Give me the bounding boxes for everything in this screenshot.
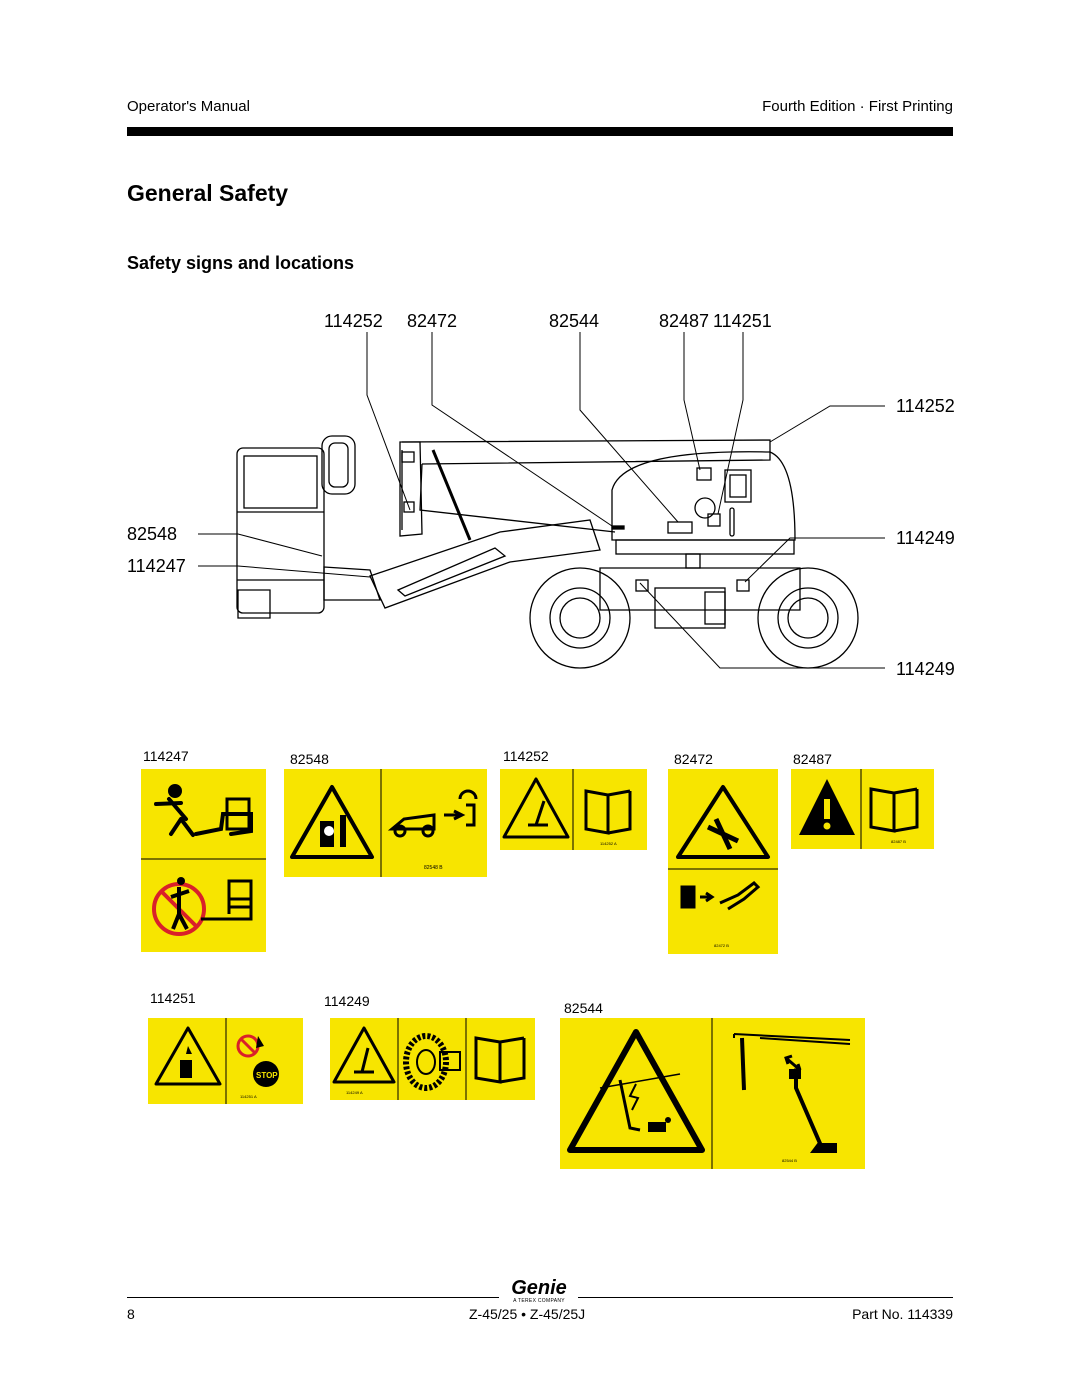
footer-rule-right xyxy=(578,1297,953,1298)
pinch-hazard-icon xyxy=(676,785,770,859)
logo-text: Genie xyxy=(511,1277,567,1299)
page-number: 8 xyxy=(127,1306,135,1322)
lower-boom xyxy=(369,519,601,609)
drive-boom-icon xyxy=(387,789,478,838)
decal-114249: 114249 A xyxy=(330,1018,535,1100)
warning-icon xyxy=(799,779,855,835)
turntable xyxy=(611,451,796,541)
callout-right-3: 114249 xyxy=(896,659,955,679)
decal-82487-code: 82487 B xyxy=(891,839,906,844)
part-number: Part No. 114339 xyxy=(852,1306,953,1322)
decal-114247 xyxy=(141,769,266,952)
decal-label-114247: 114247 xyxy=(143,748,189,764)
callout-top-2: 82472 xyxy=(407,311,458,331)
tire-icon xyxy=(403,1033,461,1091)
stop-engine-icon: STOP xyxy=(253,1061,279,1087)
section-subtitle: Safety signs and locations xyxy=(127,253,355,273)
decal-label-82487: 82487 xyxy=(793,751,832,767)
logo-tagline: A TEREX COMPANY xyxy=(513,1298,565,1304)
header-rule xyxy=(127,127,953,136)
callout-top-1: 114252 xyxy=(324,311,383,331)
decal-label-114251: 114251 xyxy=(150,990,196,1006)
crush-hazard-icon xyxy=(290,785,374,859)
tip-over-icon xyxy=(332,1026,396,1084)
decal-114252: 114252 A xyxy=(500,769,647,850)
svg-text:STOP: STOP xyxy=(256,1071,278,1080)
callout-right-1: 114252 xyxy=(896,396,955,416)
page-title: General Safety xyxy=(127,180,289,206)
decal-label-82544: 82544 xyxy=(564,1000,603,1016)
manual-icon xyxy=(869,787,919,833)
fall-hazard-icon xyxy=(154,784,253,837)
manual-icon xyxy=(584,789,632,835)
decal-114252-code: 114252 A xyxy=(600,841,617,846)
header-left: Operator's Manual xyxy=(127,98,250,115)
upper-boom xyxy=(399,441,423,537)
decal-label-82548: 82548 xyxy=(290,751,329,767)
decal-82548-code: 82548 B xyxy=(424,865,443,871)
chassis xyxy=(599,567,801,611)
callout-top-5: 114251 xyxy=(713,311,772,331)
decal-82544: 82544 B xyxy=(560,1018,865,1169)
genie-logo: Genie A TEREX COMPANY xyxy=(506,1278,572,1304)
decal-label-82472: 82472 xyxy=(674,751,713,767)
model-numbers: Z-45/25 • Z-45/25J xyxy=(469,1306,586,1322)
platform-railing xyxy=(321,435,356,495)
rear-wheel xyxy=(529,567,631,669)
callout-top-3: 82544 xyxy=(549,311,600,331)
callout-top-4: 82487 xyxy=(659,311,710,331)
header-right: Fourth Edition · First Printing xyxy=(762,98,953,115)
no-standing-icon xyxy=(152,877,253,936)
callout-right-2: 114249 xyxy=(896,528,955,548)
decal-label-114249: 114249 xyxy=(324,993,370,1009)
electrocution-hazard-icon xyxy=(567,1029,705,1153)
decal-114251: STOP 114251 A xyxy=(148,1018,303,1104)
machine-illustration xyxy=(198,332,885,669)
decal-114249-code: 114249 A xyxy=(346,1090,363,1095)
tip-over-icon xyxy=(502,777,570,839)
decal-82472-code: 82472 B xyxy=(714,943,729,948)
keep-clear-icon xyxy=(680,881,761,911)
callout-left-2: 114247 xyxy=(127,556,186,576)
decal-114251-code: 114251 A xyxy=(240,1094,257,1099)
manual-icon xyxy=(474,1036,526,1084)
platform xyxy=(236,447,325,614)
clearance-icon xyxy=(733,1033,851,1153)
decal-82548: 82548 B xyxy=(284,769,487,877)
decal-82472: 82472 B xyxy=(668,769,778,954)
footer-rule-left xyxy=(127,1297,499,1298)
callout-left-1: 82548 xyxy=(127,524,178,544)
front-wheel xyxy=(757,567,859,669)
decal-label-114252: 114252 xyxy=(503,748,549,764)
no-flame-icon xyxy=(236,1034,264,1058)
decal-82487: 82487 B xyxy=(791,769,934,849)
explosion-hazard-icon xyxy=(154,1026,222,1086)
decal-82544-code: 82544 B xyxy=(782,1158,797,1163)
